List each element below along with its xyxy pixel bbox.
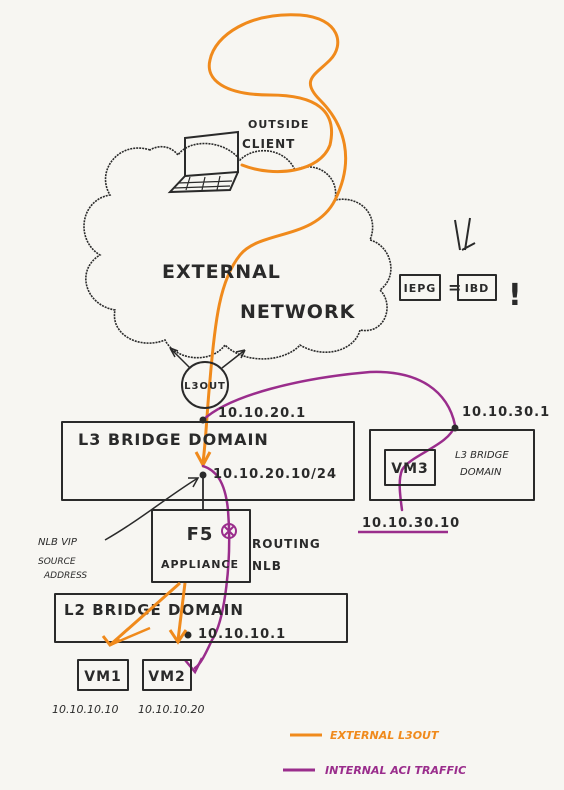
- legend-internal-label: INTERNAL ACI TRAFFIC: [325, 764, 466, 777]
- outside-label: OUTSIDE: [248, 118, 309, 131]
- vm3-label: VM3: [391, 461, 429, 477]
- nlb-label: NLB: [252, 559, 282, 573]
- vm3-box: [384, 449, 436, 486]
- l3-gateway-2-ip: 10.10.30.1: [462, 405, 550, 420]
- note-right: IBD: [465, 282, 490, 295]
- vm2-ip: 10.10.10.20: [138, 703, 204, 716]
- note-bang: !: [508, 278, 523, 313]
- l3-bridge-domain-2-label-1: L3 BRIDGE: [455, 450, 509, 461]
- l3-gateway-dot: [199, 416, 207, 424]
- vm1-ip: 10.10.10.10: [52, 703, 118, 716]
- f5-appliance-label: APPLIANCE: [161, 558, 239, 571]
- l3-bridge-domain-2-label-2: DOMAIN: [460, 467, 502, 478]
- vm3-ip: 10.10.30.10: [362, 516, 460, 531]
- f5-vip-ip: 10.10.20.10/24: [213, 467, 337, 482]
- l2-bridge-domain-box: [54, 593, 348, 643]
- external-label: EXTERNAL: [162, 261, 281, 283]
- vm2-label: VM2: [148, 669, 186, 685]
- laptop-icon: [167, 130, 239, 194]
- l3out-node: [181, 361, 229, 409]
- l3-gateway-2-dot: [451, 424, 459, 432]
- routing-marker-icon: [221, 523, 237, 539]
- l3out-label: L3OUT: [184, 381, 226, 392]
- network-label: NETWORK: [240, 301, 356, 323]
- external-l3out-path: [201, 13, 348, 464]
- nlb-vip-label: NLB VIP: [38, 537, 78, 548]
- legend-external-label: EXTERNAL L3OUT: [330, 729, 440, 742]
- internal-aci-traffic-path: [193, 370, 457, 670]
- l3-gateway-ip: 10.10.20.1: [218, 406, 306, 421]
- client-label: CLIENT: [242, 137, 295, 151]
- f5-appliance-box: [151, 509, 251, 583]
- address-label: ADDRESS: [43, 571, 87, 581]
- epg-equals-bd-note: IEPG = IBD !: [399, 217, 523, 313]
- l3-bridge-domain-label: L3 BRIDGE DOMAIN: [78, 430, 269, 449]
- external-network-cloud: [83, 142, 392, 360]
- l2-gateway-ip: 10.10.10.1: [198, 627, 286, 642]
- vm1-label: VM1: [84, 669, 122, 685]
- l2-bridge-domain-label: L2 BRIDGE DOMAIN: [64, 601, 244, 619]
- note-eq: =: [448, 278, 462, 297]
- l3-bridge-domain-2-box: [369, 429, 535, 501]
- vm2-box: [142, 659, 192, 691]
- source-label: SOURCE: [38, 557, 76, 567]
- vm1-box: [77, 659, 129, 691]
- f5-label: F5: [187, 524, 214, 545]
- routing-label: ROUTING: [252, 537, 321, 551]
- note-left: IEPG: [404, 282, 437, 295]
- l2-gateway-dot: [184, 631, 192, 639]
- l3-bridge-domain-box: [61, 421, 355, 501]
